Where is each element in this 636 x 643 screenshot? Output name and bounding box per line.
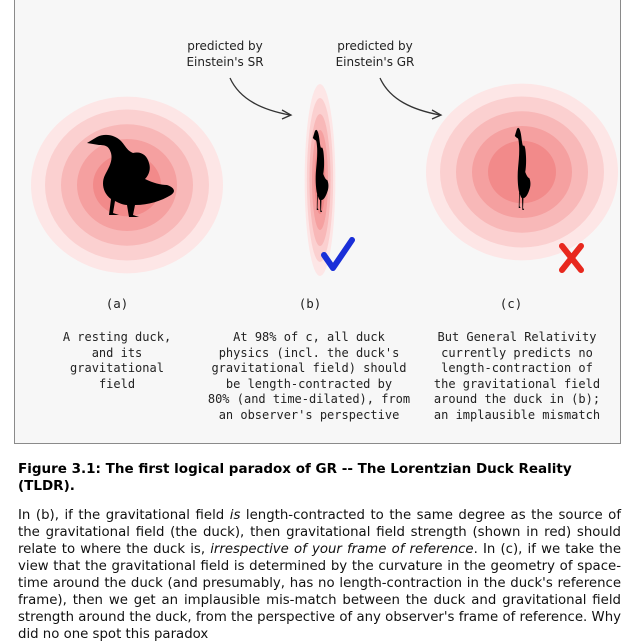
caption-text: In (b), if the gravitational field	[18, 508, 230, 523]
figure-panel: predicted by Einstein's SR predicted by …	[14, 0, 621, 444]
panel-b-caption: At 98% of c, all duck physics (incl. the…	[207, 330, 411, 422]
annotation-sr: predicted by Einstein's SR	[186, 39, 264, 69]
caption-emphasis: is	[229, 508, 241, 523]
figure-caption-body: In (b), if the gravitational field is le…	[18, 507, 621, 643]
figure-illustration	[31, 77, 618, 276]
caption-text: length-contracted to the same degree as …	[18, 508, 622, 557]
arrow-gr	[379, 77, 443, 120]
arrow-sr	[229, 77, 293, 120]
panel-c-field	[426, 83, 618, 261]
cross-icon	[559, 243, 584, 273]
panel-b-label: (b)	[298, 296, 322, 311]
panel-a-caption: A resting duck, and its gravitational fi…	[62, 330, 172, 391]
caption-text: . In (c), if we take the view that the g…	[18, 542, 622, 642]
annotation-gr: predicted by Einstein's GR	[335, 39, 415, 69]
panel-b-field	[304, 84, 336, 276]
panel-c-caption: But General Relativity currently predict…	[433, 330, 601, 422]
panel-a-field	[31, 96, 223, 274]
panel-a-label: (a)	[105, 296, 129, 311]
figure-title: Figure 3.1: The first logical paradox of…	[18, 461, 572, 494]
panel-c-label: (c)	[499, 296, 523, 311]
caption-emphasis: irrespective of your frame of reference	[210, 542, 474, 557]
check-icon	[321, 237, 355, 271]
